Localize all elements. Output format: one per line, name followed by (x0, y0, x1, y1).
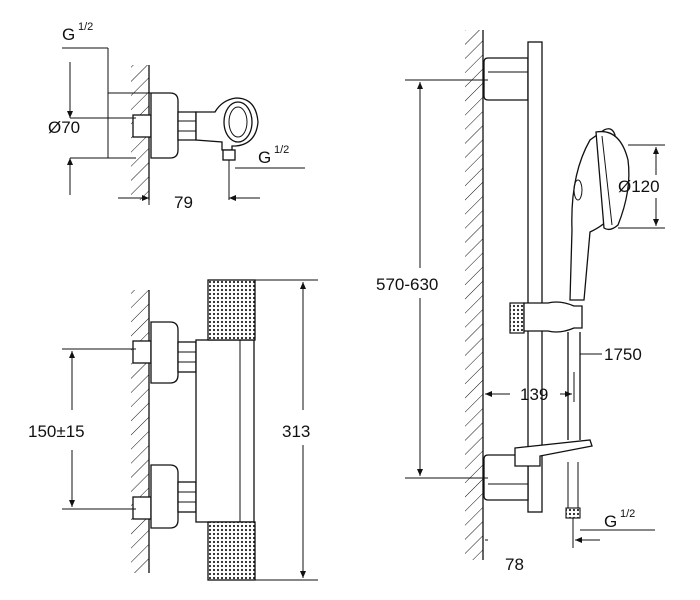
thermostat-body (195, 339, 255, 523)
rail-height-label: 570-630 (376, 275, 438, 294)
temperature-knob (207, 279, 256, 341)
rosette (150, 92, 179, 159)
upper-rosette (150, 321, 179, 384)
hose-thread-g: G (604, 512, 617, 531)
top-left-view: G 1/2 Ø70 G 1/2 79 (48, 21, 305, 212)
depth-79-label: 79 (174, 193, 193, 212)
slider-knob (509, 302, 525, 334)
head-holder (523, 301, 583, 333)
outlet-offset-label: 78 (505, 555, 524, 574)
flow-knob (207, 521, 256, 581)
outlet-thread (222, 149, 236, 161)
bottom-left-view: 150±15 313 (28, 279, 318, 581)
outlet-thread-frac: 1/2 (274, 144, 289, 156)
hex-nut (177, 111, 197, 141)
upper-s-union (132, 340, 152, 364)
wall-elbow (195, 97, 259, 151)
spacing-150-label: 150±15 (28, 422, 85, 441)
right-view: 570-630 Ø120 1750 139 78 G 1/2 (376, 30, 665, 574)
wall-hatch-right (465, 30, 483, 560)
top-thread-frac: 1/2 (78, 21, 93, 33)
hose-thread-frac: 1/2 (620, 508, 635, 520)
top-rail-bracket (483, 57, 529, 101)
top-thread-g: G (62, 25, 75, 44)
rail-offset-label: 139 (520, 385, 548, 404)
diameter-70-label: Ø70 (48, 118, 80, 137)
upper-nut (177, 341, 197, 373)
lower-rosette (150, 464, 179, 529)
elbow-ring (223, 101, 253, 143)
wall-hatch-bottom (131, 290, 149, 573)
height-313-label: 313 (282, 422, 310, 441)
head-diameter-label: Ø120 (618, 177, 660, 196)
spray-button (573, 179, 583, 201)
lower-s-union (132, 496, 152, 520)
hose-length-label: 1750 (604, 345, 642, 364)
outlet-thread-g: G (258, 148, 271, 167)
lower-nut (177, 481, 197, 513)
hose-nut (565, 507, 581, 519)
lower-holder (514, 439, 593, 467)
shower-rail (527, 41, 543, 513)
